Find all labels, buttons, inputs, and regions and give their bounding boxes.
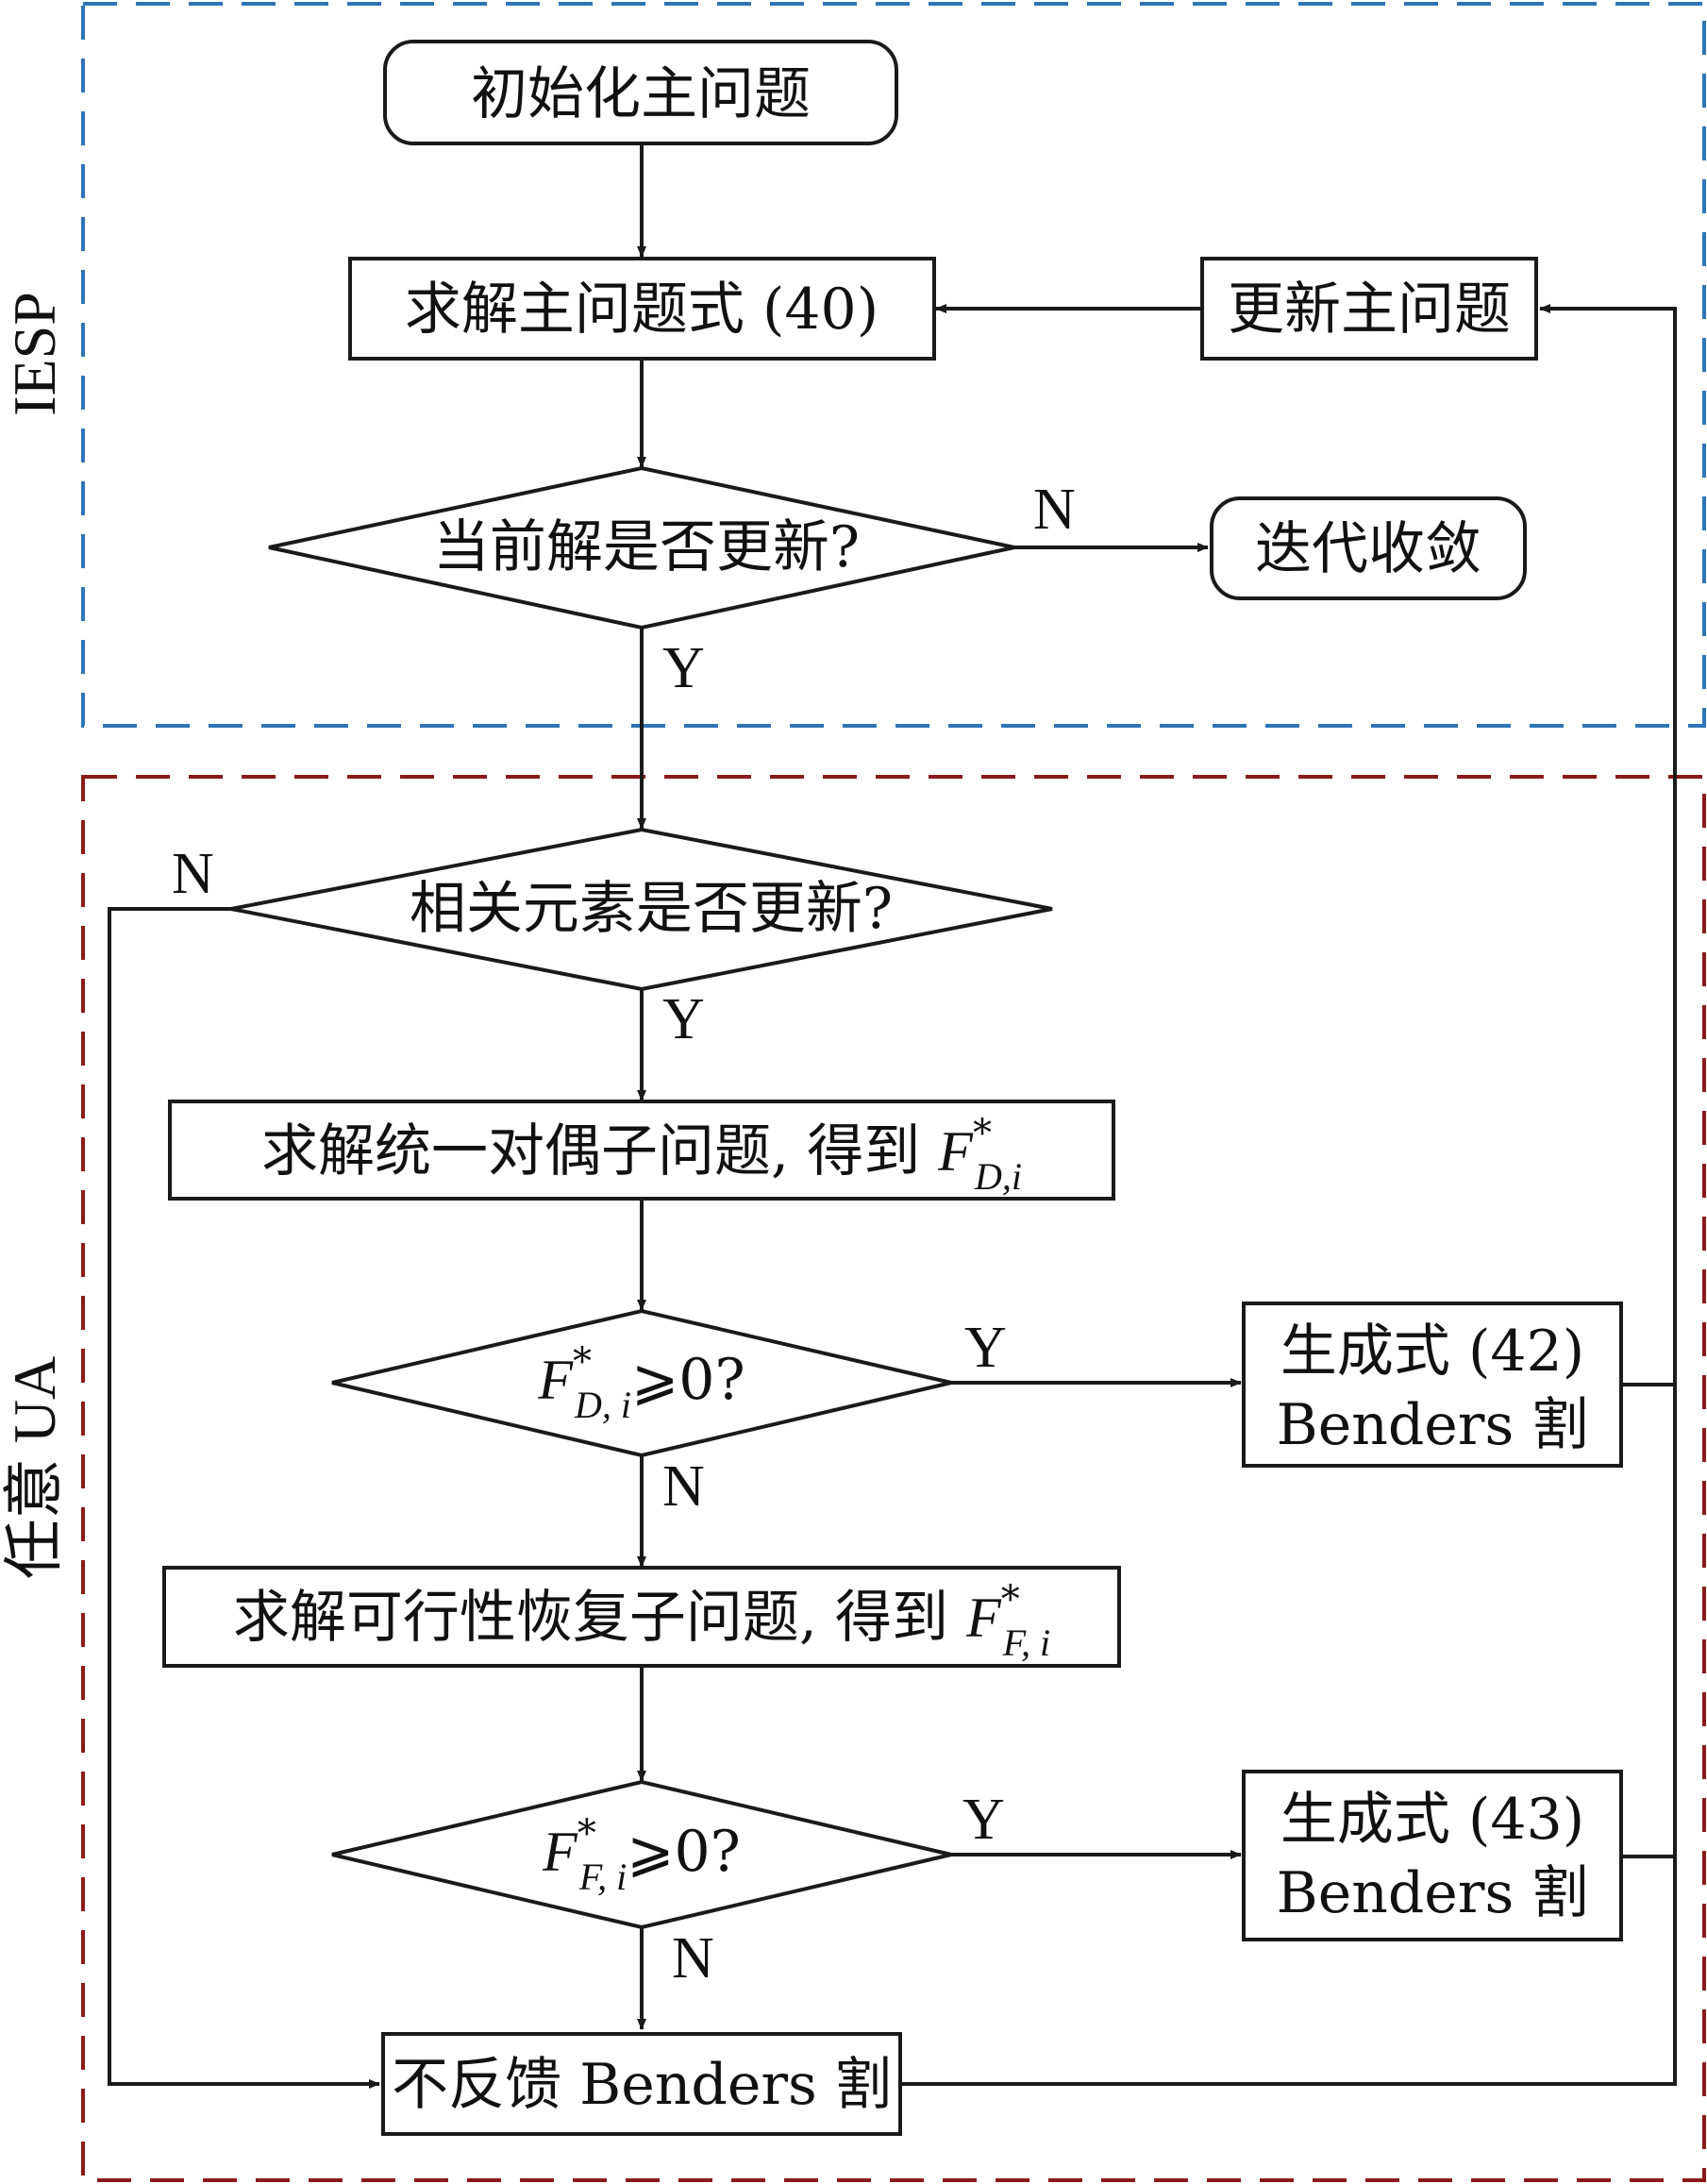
ua-region-border bbox=[81, 775, 1706, 2182]
edge-label-dual-no: N bbox=[662, 1454, 705, 1519]
solve-master-node bbox=[348, 257, 936, 361]
iesp-region-label: IESP bbox=[1, 292, 68, 416]
edge-label-dual-yes: Y bbox=[964, 1316, 1007, 1380]
edge-label-solution-no: N bbox=[1033, 478, 1076, 542]
cut42-label-line2: Benders 割 bbox=[1277, 1392, 1589, 1458]
iesp-region-border bbox=[81, 2, 1706, 728]
edge-label-feas-no: N bbox=[672, 1926, 714, 1991]
no-cut-label: 不反馈 Benders 割 bbox=[392, 2052, 892, 2118]
check-dual-label: F*D, i⩾0? bbox=[537, 1340, 745, 1426]
solution-updated-decision bbox=[268, 465, 1015, 630]
cut42-label-line1: 生成式 (42) bbox=[1280, 1319, 1584, 1385]
feedback-return-to-update bbox=[900, 304, 1677, 2086]
arrow-element-no-to-nocut bbox=[108, 907, 380, 2089]
update-master-node bbox=[1200, 257, 1538, 361]
solve-master-label: 求解主问题式 (40) bbox=[405, 277, 879, 343]
element-updated-decision bbox=[230, 827, 1053, 992]
edge-label-solution-yes: Y bbox=[662, 636, 705, 700]
cut43-label-line1: 生成式 (43) bbox=[1280, 1787, 1584, 1853]
converged-label: 迭代收敛 bbox=[1255, 516, 1481, 582]
converged-node bbox=[1210, 496, 1527, 600]
check-dual-decision bbox=[331, 1308, 952, 1458]
feasibility-subproblem-node bbox=[162, 1566, 1121, 1668]
dual-subproblem-label: 求解统一对偶子问题, 得到 F*D,i bbox=[261, 1112, 1022, 1198]
edge-label-element-no: N bbox=[172, 842, 214, 906]
update-master-label: 更新主问题 bbox=[1228, 277, 1511, 343]
init-node bbox=[383, 40, 898, 145]
check-feasibility-decision bbox=[331, 1779, 952, 1930]
cut43-label-line2: Benders 割 bbox=[1277, 1860, 1589, 1926]
element-updated-label: 相关元素是否更新? bbox=[410, 876, 893, 942]
feasibility-subproblem-label: 求解可行性恢复子问题, 得到 F*F, i bbox=[233, 1578, 1050, 1664]
solution-updated-label: 当前解是否更新? bbox=[433, 514, 860, 580]
edge-label-element-yes: Y bbox=[662, 987, 705, 1051]
ua-region-label: 任意 UA bbox=[1, 1356, 68, 1579]
cut42-node bbox=[1242, 1302, 1623, 1468]
check-feasibility-label: F*F, i⩾0? bbox=[542, 1812, 741, 1898]
cut43-node bbox=[1242, 1770, 1623, 1941]
edge-label-feas-yes: Y bbox=[962, 1788, 1005, 1852]
init-node-label: 初始化主问题 bbox=[471, 61, 811, 127]
dual-subproblem-node bbox=[168, 1100, 1115, 1201]
no-cut-node bbox=[381, 2032, 902, 2136]
